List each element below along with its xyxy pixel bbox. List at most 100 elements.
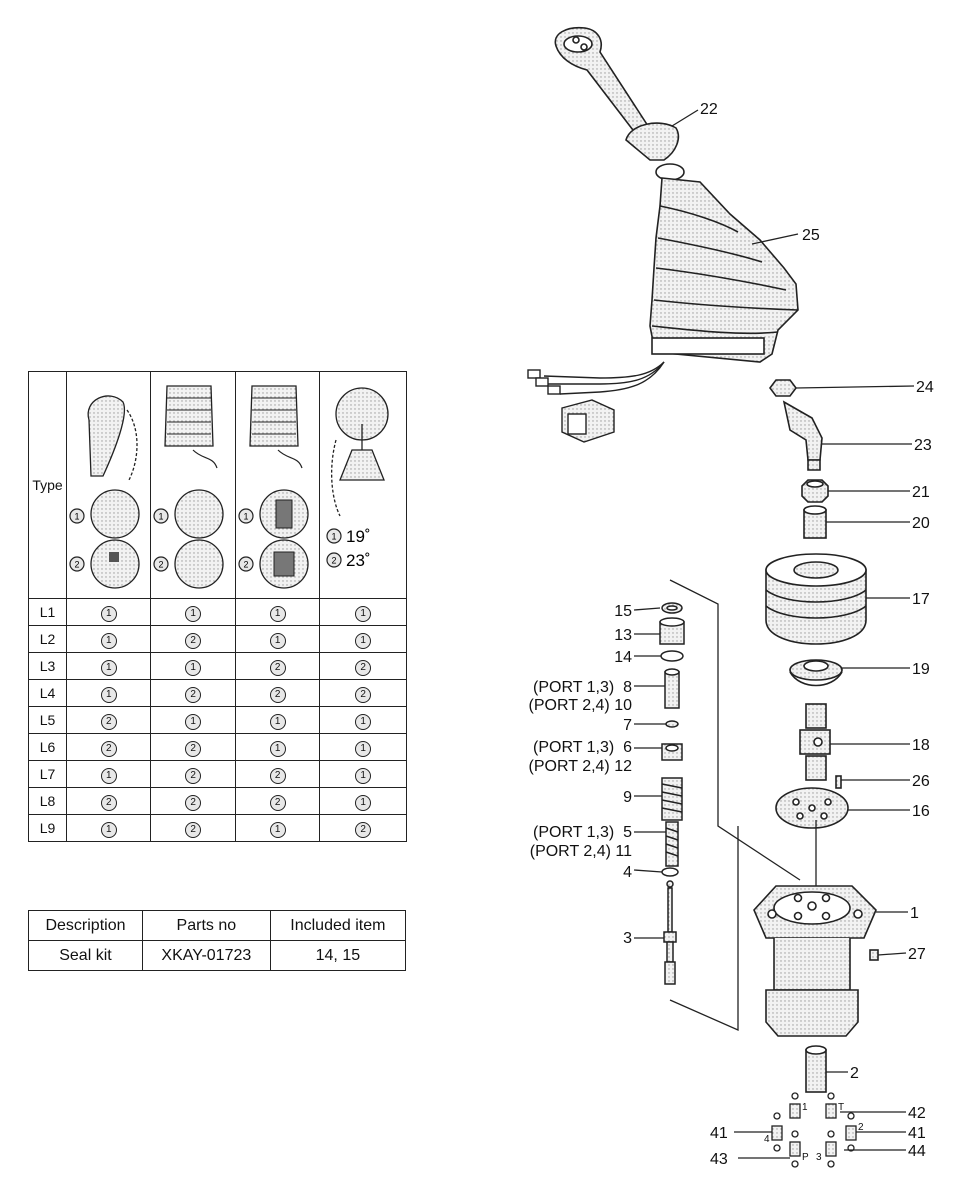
- harness-b-option-illustration: 1 2: [238, 385, 309, 589]
- type-cell: 1: [65, 652, 152, 680]
- assembly-guide-lines: [669, 579, 817, 1031]
- seal-description: Seal kit: [28, 940, 143, 971]
- angle-option-illustration: 1 2 19˚ 23˚: [326, 387, 389, 570]
- callout-10: (PORT 2,4) 10: [529, 697, 633, 714]
- option-number-mark: 2: [355, 686, 372, 703]
- type-row-name: L4: [28, 679, 67, 707]
- type-cell: 1: [234, 706, 321, 734]
- option-number-mark: 1: [269, 821, 286, 838]
- type-cell: 1: [319, 625, 407, 653]
- callout-20: 20: [912, 515, 930, 532]
- type-row-name: L6: [28, 733, 67, 761]
- type-cell: 2: [319, 679, 407, 707]
- callout-2: 2: [850, 1065, 859, 1082]
- callout-21: 21: [912, 484, 930, 501]
- option-number-mark: 2: [100, 794, 117, 811]
- type-cell: 1: [234, 814, 321, 842]
- callout-7: 7: [623, 717, 632, 734]
- type-col-angle: 1 2 19˚ 23˚: [319, 371, 407, 599]
- option-number-mark: 1: [355, 632, 372, 649]
- grip-option-mark-1: 1: [74, 512, 79, 522]
- callout-25: 25: [802, 227, 820, 244]
- type-cell: 2: [65, 706, 152, 734]
- option-number-mark: 2: [269, 686, 286, 703]
- option-number-mark: 1: [100, 632, 117, 649]
- option-number-mark: 1: [355, 794, 372, 811]
- type-cell: 2: [150, 733, 236, 761]
- option-number-mark: 1: [269, 713, 286, 730]
- callout-13: 13: [614, 627, 632, 644]
- port-mark-4: 4: [764, 1134, 770, 1145]
- option-number-mark: 1: [355, 605, 372, 622]
- type-table: Type 1 2 1: [28, 371, 407, 842]
- valve-body: [753, 885, 879, 1093]
- callout-41-left: 41: [710, 1125, 728, 1142]
- option-number-mark: 1: [185, 605, 202, 622]
- angle-19: 19˚: [346, 527, 371, 546]
- option-number-mark: 1: [355, 767, 372, 784]
- type-cell: 2: [234, 679, 321, 707]
- seal-parts-no: XKAY-01723: [141, 940, 271, 971]
- callout-11: (PORT 2,4) 11: [530, 843, 632, 860]
- option-number-mark: 1: [100, 686, 117, 703]
- option-number-mark: 1: [355, 740, 372, 757]
- callout-27: 27: [908, 946, 926, 963]
- callout-23: 23: [914, 437, 932, 454]
- port-marks: 1 T 2 4 P 3: [764, 1102, 864, 1163]
- type-row-name: L5: [28, 706, 67, 734]
- callout-43: 43: [710, 1151, 728, 1168]
- angle-option-mark-2: 2: [332, 556, 337, 566]
- callout-18: 18: [912, 737, 930, 754]
- option-number-mark: 2: [185, 794, 202, 811]
- type-cell: 2: [65, 733, 152, 761]
- option-number-mark: 1: [269, 740, 286, 757]
- callout-44: 44: [908, 1143, 926, 1160]
- header-included-item: Included item: [269, 910, 407, 941]
- type-cell: 2: [150, 760, 236, 788]
- type-cell: 1: [150, 652, 236, 680]
- type-col-harness-a: 1 2: [150, 371, 236, 599]
- callout-3: 3: [623, 930, 632, 947]
- option-number-mark: 2: [185, 740, 202, 757]
- harness-b-option-mark-1: 1: [243, 512, 248, 522]
- harness-a-option-mark-1: 1: [159, 512, 164, 522]
- type-row-name: L8: [28, 787, 67, 815]
- type-cell: 1: [150, 706, 236, 734]
- option-number-mark: 1: [100, 659, 117, 676]
- option-number-mark: 1: [355, 713, 372, 730]
- harness-b-option-mark-2: 2: [243, 560, 248, 570]
- type-cell: 1: [65, 625, 152, 653]
- option-number-mark: 2: [185, 821, 202, 838]
- callout-9: 9: [623, 789, 632, 806]
- type-cell: 1: [65, 760, 152, 788]
- type-cell: 2: [150, 679, 236, 707]
- type-cell: 1: [65, 814, 152, 842]
- callout-24: 24: [916, 379, 934, 396]
- type-cell: 2: [150, 625, 236, 653]
- angle-option-mark-1: 1: [332, 532, 337, 542]
- port-mark-2: 2: [858, 1122, 864, 1133]
- port-mark-3: 3: [816, 1152, 822, 1163]
- type-row-name: L3: [28, 652, 67, 680]
- callout-6: (PORT 1,3) 6: [533, 739, 632, 756]
- callout-26: 26: [912, 773, 930, 790]
- type-cell: 1: [319, 706, 407, 734]
- header-description: Description: [28, 910, 143, 941]
- type-cell: 2: [319, 814, 407, 842]
- type-cell: 1: [319, 787, 407, 815]
- port-mark-P: P: [802, 1152, 809, 1163]
- option-number-mark: 1: [100, 821, 117, 838]
- header-parts-no: Parts no: [141, 910, 271, 941]
- seal-kit-table: Description Parts no Included item Seal …: [28, 910, 407, 971]
- grip-option-mark-2: 2: [74, 560, 79, 570]
- option-number-mark: 2: [185, 767, 202, 784]
- option-number-mark: 1: [269, 605, 286, 622]
- option-number-mark: 1: [100, 605, 117, 622]
- option-number-mark: 1: [269, 632, 286, 649]
- type-label: Type: [28, 371, 67, 599]
